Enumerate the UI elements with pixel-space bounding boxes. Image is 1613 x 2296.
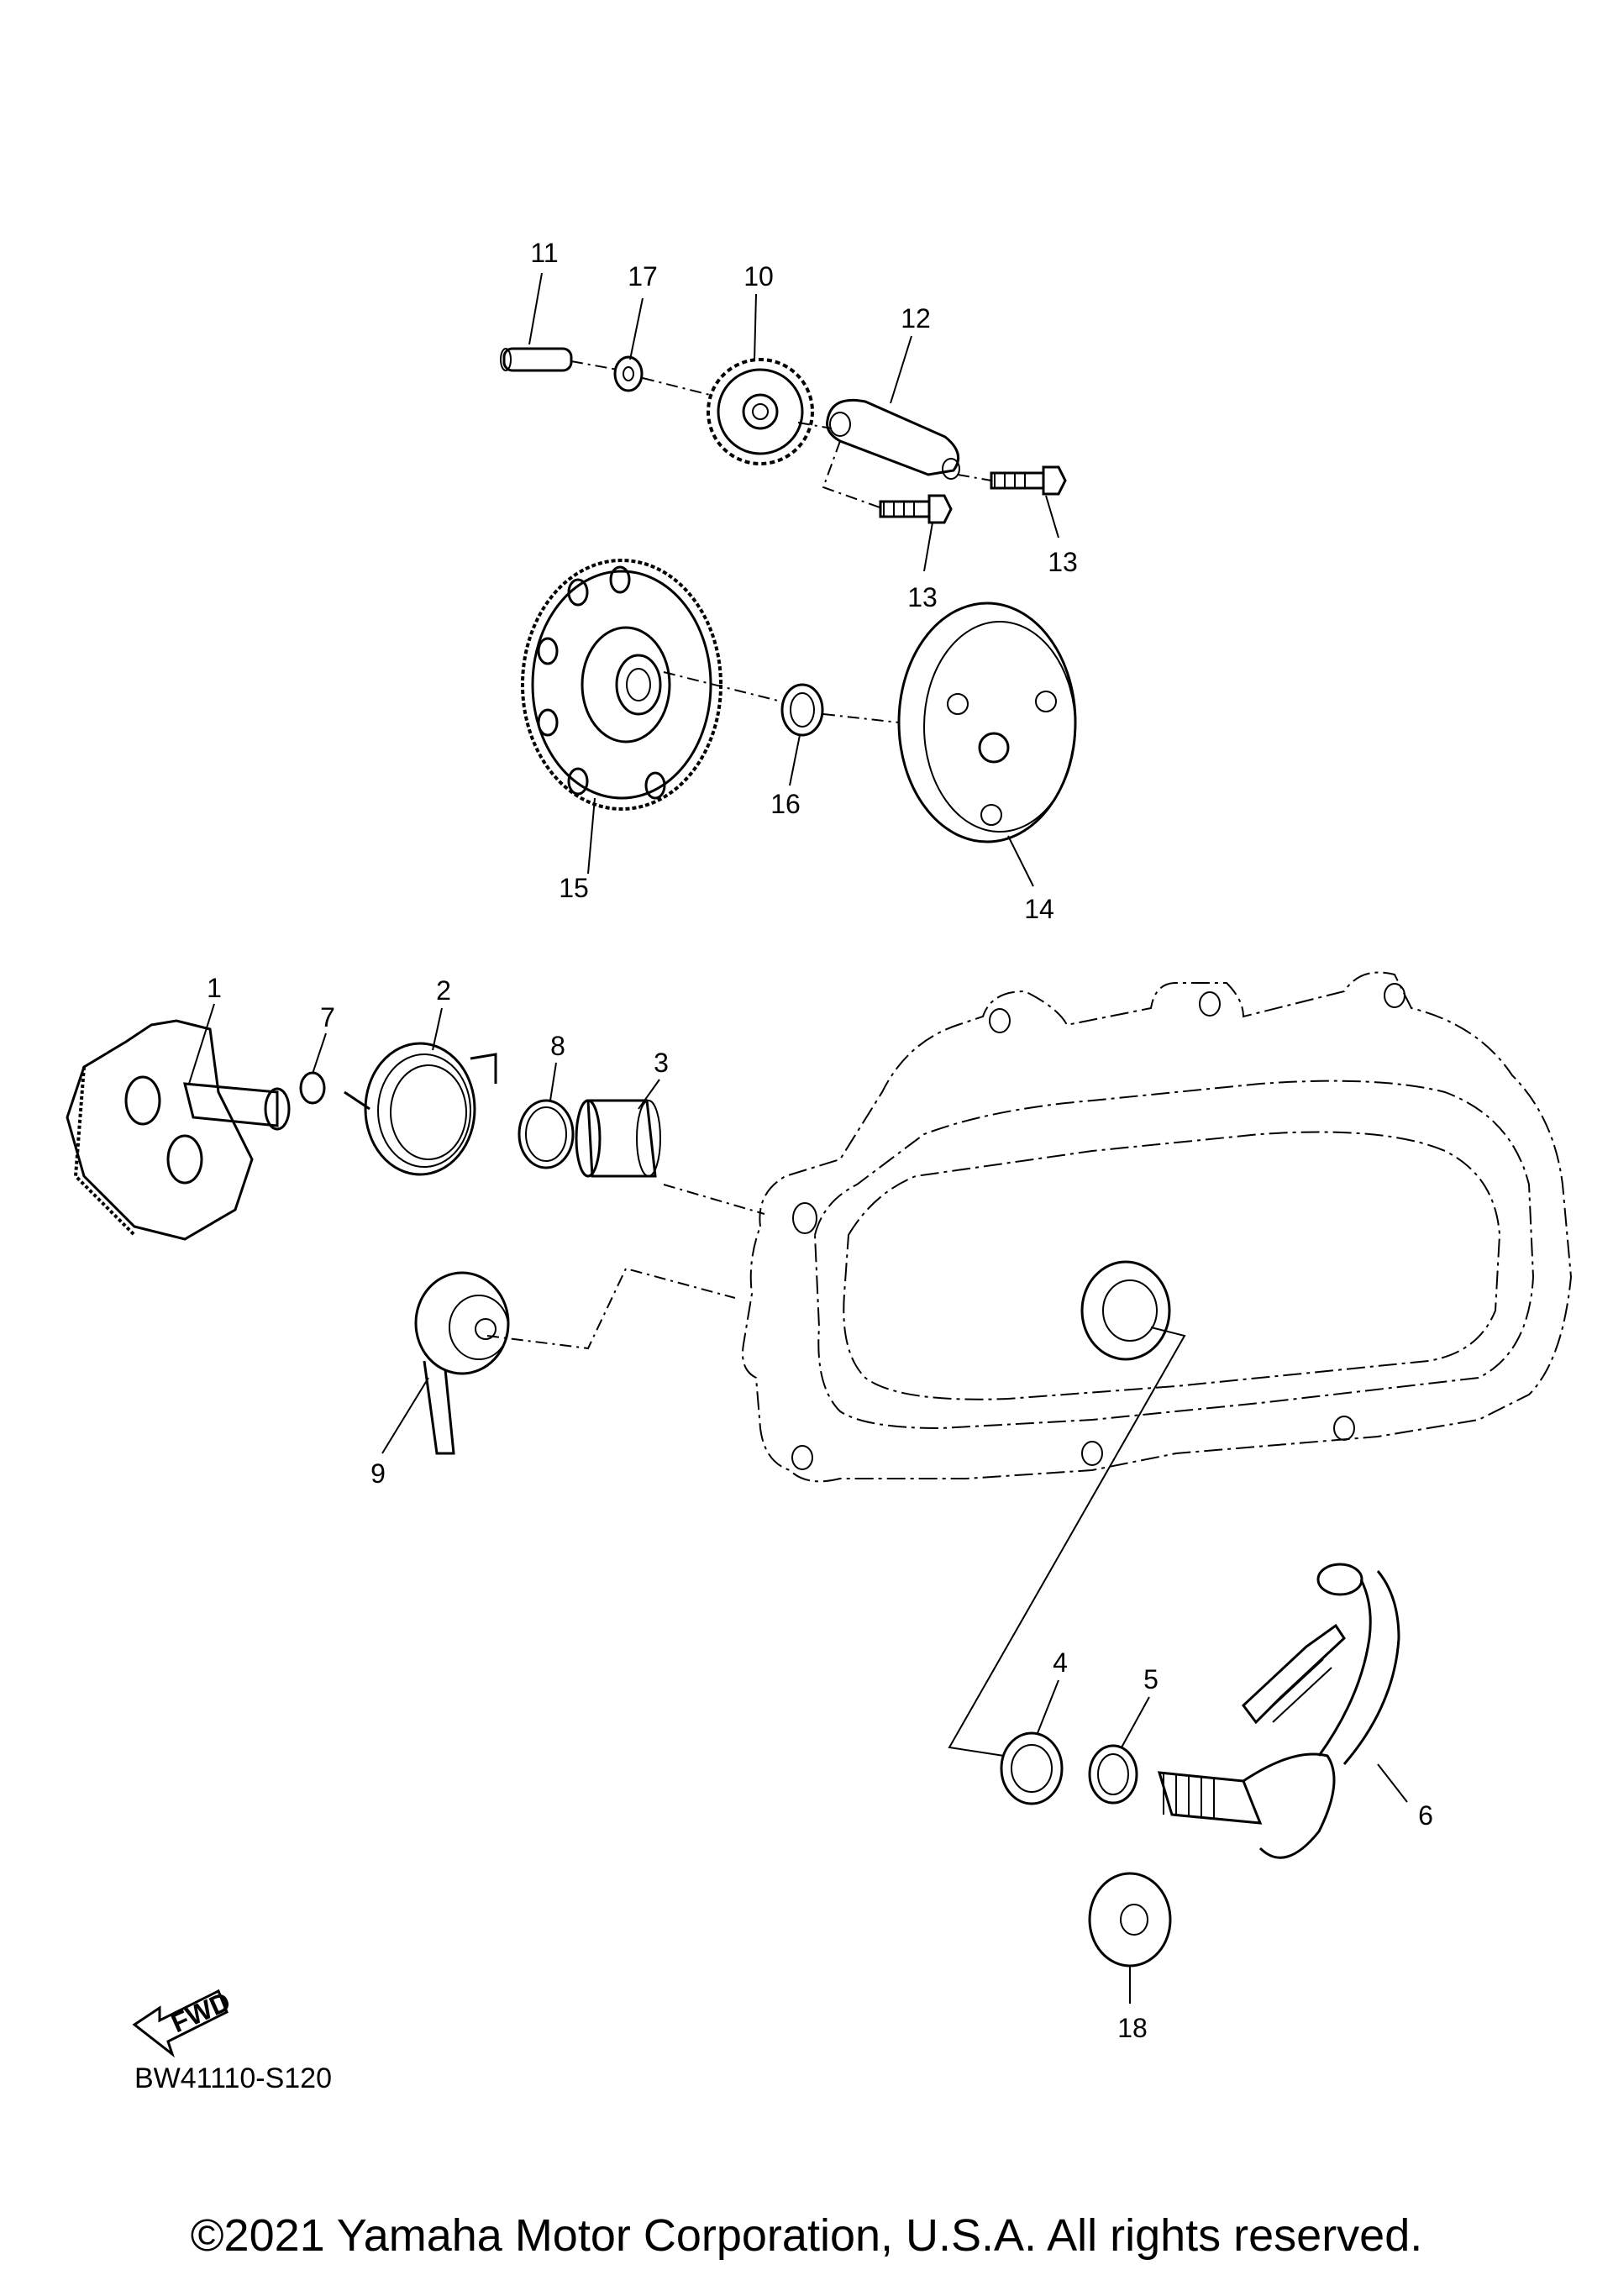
callout-9: 9 (370, 1458, 386, 1489)
callout-18: 18 (1117, 2013, 1148, 2043)
part-10-gear (707, 358, 814, 465)
part-18-seal (1088, 1872, 1172, 1968)
part-13-bolt-a (990, 465, 1067, 496)
callout-4: 4 (1053, 1647, 1068, 1678)
part-7-clip (299, 1071, 326, 1105)
part-15-wheel-gear (521, 559, 722, 811)
callout-17: 17 (628, 261, 658, 292)
fwd-arrow-icon: FWD (132, 1986, 234, 2058)
callout-15: 15 (559, 873, 589, 903)
callout-7: 7 (320, 1002, 335, 1032)
callout-14: 14 (1024, 894, 1054, 924)
callout-1: 1 (207, 973, 222, 1003)
diagram-code: BW41110-S120 (134, 2062, 332, 2094)
part-4-washer (1000, 1731, 1064, 1805)
part-17-washer (613, 355, 644, 392)
part-12-plate (826, 398, 960, 480)
callout-2: 2 (436, 975, 451, 1006)
callout-13-b: 13 (907, 582, 938, 612)
part-5-circlip (1088, 1744, 1138, 1805)
crankcase-cover-outline (742, 971, 1573, 1483)
part-16-ring (780, 683, 824, 737)
part-8-o-ring (518, 1099, 575, 1169)
callout-3: 3 (654, 1048, 669, 1078)
callout-8: 8 (550, 1031, 565, 1061)
part-13-bolt-b (879, 494, 953, 524)
part-6-kick-lever (1157, 1563, 1400, 1859)
fwd-label: FWD (166, 1986, 234, 2039)
callout-13-a: 13 (1048, 547, 1078, 577)
copyright-footer: ©2021 Yamaha Motor Corporation, U.S.A. A… (190, 2210, 1423, 2261)
part-14-clutch (897, 602, 1077, 843)
callout-12: 12 (901, 303, 931, 334)
part-11-pin (500, 347, 573, 372)
part-9-pinion (414, 1271, 510, 1455)
part-2-spring (344, 1042, 497, 1176)
callout-10: 10 (743, 261, 774, 292)
callout-5: 5 (1143, 1664, 1159, 1694)
leader-lines (188, 272, 1408, 2004)
part-1-kick-gear (66, 1019, 291, 1241)
callout-6: 6 (1418, 1800, 1433, 1831)
part-3-bushing (575, 1099, 661, 1178)
callout-11: 11 (530, 238, 558, 268)
callout-16: 16 (770, 789, 801, 819)
